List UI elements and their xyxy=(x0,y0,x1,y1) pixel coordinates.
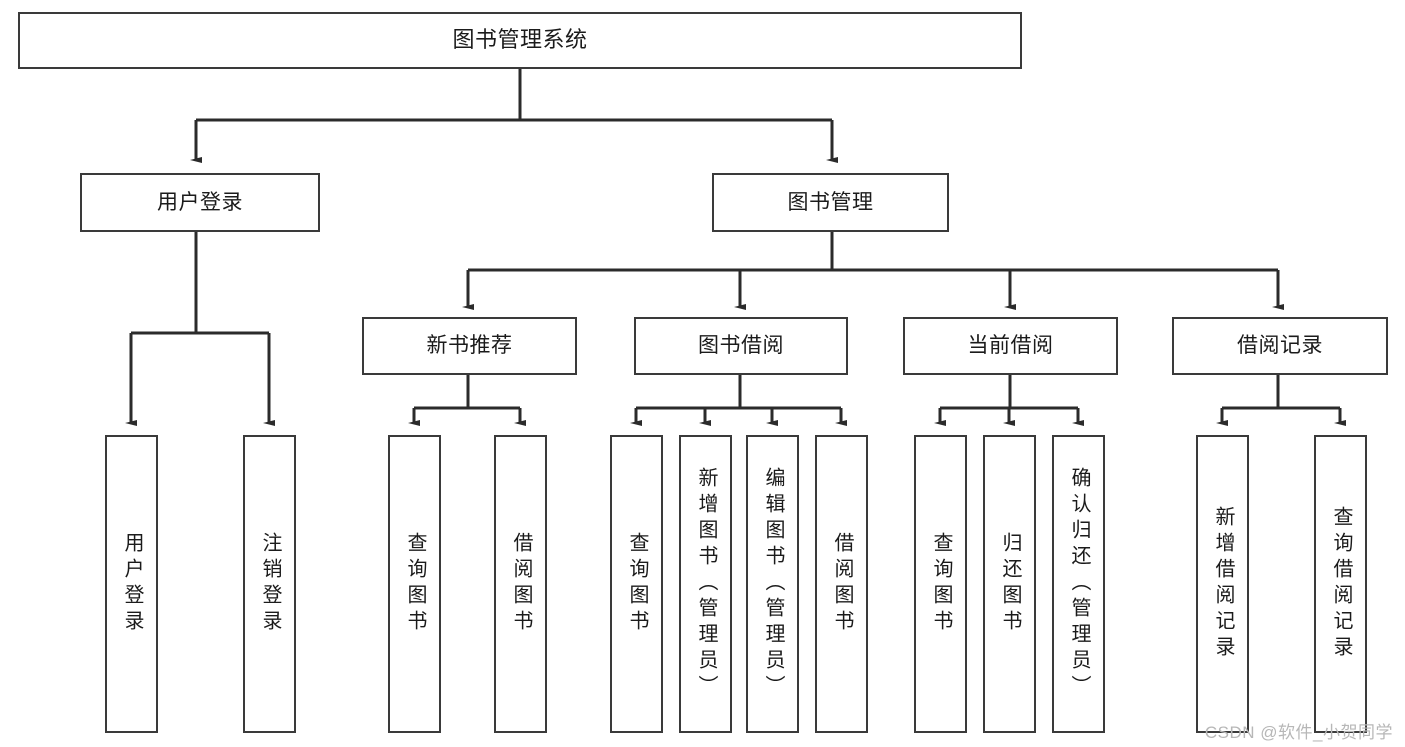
node-leaf-user-login[interactable]: 用户登录 xyxy=(105,435,158,733)
node-leaf-query-book-recommend[interactable]: 查询图书 xyxy=(388,435,441,733)
leaf-label: 用户登录 xyxy=(121,532,143,636)
leaf-label: 新增借阅记录 xyxy=(1212,506,1234,662)
node-borrow-record[interactable]: 借阅记录 xyxy=(1172,317,1388,375)
node-new-book-recommend[interactable]: 新书推荐 xyxy=(362,317,577,375)
node-leaf-edit-book-admin[interactable]: 编辑图书（管理员） xyxy=(746,435,799,733)
watermark-text: CSDN @软件_小贺同学 xyxy=(1204,723,1393,742)
leaf-label: 查询图书 xyxy=(626,532,648,636)
node-leaf-add-book-admin[interactable]: 新增图书（管理员） xyxy=(679,435,732,733)
node-leaf-return-book[interactable]: 归还图书 xyxy=(983,435,1036,733)
leaf-label: 归还图书 xyxy=(999,532,1021,636)
leaf-label: 注销登录 xyxy=(259,532,281,636)
leaf-label: 查询借阅记录 xyxy=(1330,506,1352,662)
leaf-label: 查询图书 xyxy=(930,532,952,636)
node-current-borrow[interactable]: 当前借阅 xyxy=(903,317,1118,375)
leaf-label: 确认归还（管理员） xyxy=(1068,467,1090,701)
node-leaf-borrow-book-recommend[interactable]: 借阅图书 xyxy=(494,435,547,733)
node-leaf-logout[interactable]: 注销登录 xyxy=(243,435,296,733)
leaf-label: 新增图书（管理员） xyxy=(695,467,717,701)
node-leaf-add-borrow-record[interactable]: 新增借阅记录 xyxy=(1196,435,1249,733)
node-book-borrow[interactable]: 图书借阅 xyxy=(634,317,848,375)
node-leaf-query-book-current[interactable]: 查询图书 xyxy=(914,435,967,733)
node-leaf-query-book-borrow[interactable]: 查询图书 xyxy=(610,435,663,733)
leaf-label: 借阅图书 xyxy=(831,532,853,636)
node-leaf-query-borrow-record[interactable]: 查询借阅记录 xyxy=(1314,435,1367,733)
leaf-label: 编辑图书（管理员） xyxy=(762,467,784,701)
leaf-label: 借阅图书 xyxy=(510,532,532,636)
node-leaf-confirm-return-admin[interactable]: 确认归还（管理员） xyxy=(1052,435,1105,733)
node-user-login[interactable]: 用户登录 xyxy=(80,173,320,232)
node-root-system[interactable]: 图书管理系统 xyxy=(18,12,1022,69)
node-book-management[interactable]: 图书管理 xyxy=(712,173,949,232)
node-leaf-borrow-book[interactable]: 借阅图书 xyxy=(815,435,868,733)
leaf-label: 查询图书 xyxy=(404,532,426,636)
